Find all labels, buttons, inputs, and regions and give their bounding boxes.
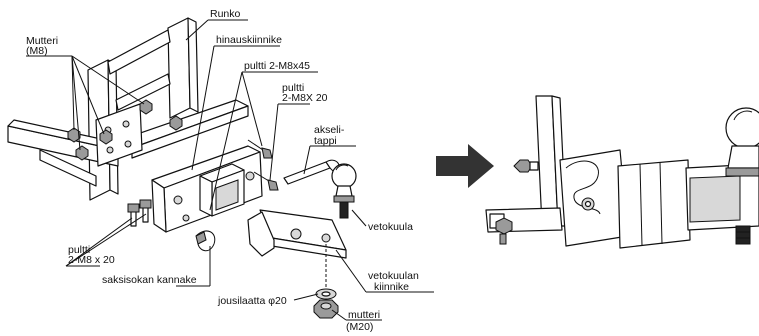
nuts-m8 — [67, 99, 183, 161]
exploded-view: Runko Mutteri (M8) hinauskiinnike pultti… — [7, 8, 434, 333]
label-mutteri-m8-size: (M8) — [26, 45, 48, 57]
label-pultti-m8x45: pultti 2-M8x45 — [244, 60, 310, 72]
label-mutteri-m20-size: (M20) — [346, 321, 373, 333]
label-pultti-m8x20-left-size: 2-M8 x 20 — [68, 254, 115, 266]
label-vetokuulan-kiinnike: vetokuulan — [368, 270, 419, 282]
label-vetokuulan-kiinnike-2: kiinnike — [374, 281, 409, 293]
right-arrow-icon — [436, 144, 494, 188]
washer-and-nut-m20 — [313, 244, 339, 319]
label-hinauskiinnike: hinauskiinnike — [216, 34, 282, 46]
label-pultti-m8x20-left: pultti — [68, 244, 90, 256]
label-jousilaatta: jousilaatta φ20 — [217, 295, 287, 307]
assembled-view — [485, 95, 759, 249]
label-akselitappi-2: tappi — [314, 135, 337, 147]
axle-pin — [195, 159, 340, 252]
labels: Runko Mutteri (M8) hinauskiinnike pultti… — [26, 8, 419, 333]
bolts-m8x20-left — [127, 199, 152, 227]
hitch-bracket — [151, 145, 263, 233]
bolts-m8x45 — [247, 139, 279, 191]
leader-lines — [26, 19, 434, 321]
frame-runko — [7, 17, 249, 201]
label-runko: Runko — [210, 8, 241, 20]
label-akselitappi: akseli- — [314, 124, 345, 136]
ball-mount — [247, 209, 347, 259]
tow-ball — [331, 163, 357, 219]
label-pultti-m8x20-top: pultti — [282, 82, 304, 94]
label-pultti-m8x20-top-size: 2-M8X 20 — [282, 92, 328, 104]
label-saksisokan-kannake: saksisokan kannake — [102, 274, 197, 286]
label-mutteri-m8: Mutteri — [26, 35, 58, 47]
label-mutteri-m20: mutteri — [348, 309, 380, 321]
label-vetokuula: vetokuula — [368, 221, 413, 233]
